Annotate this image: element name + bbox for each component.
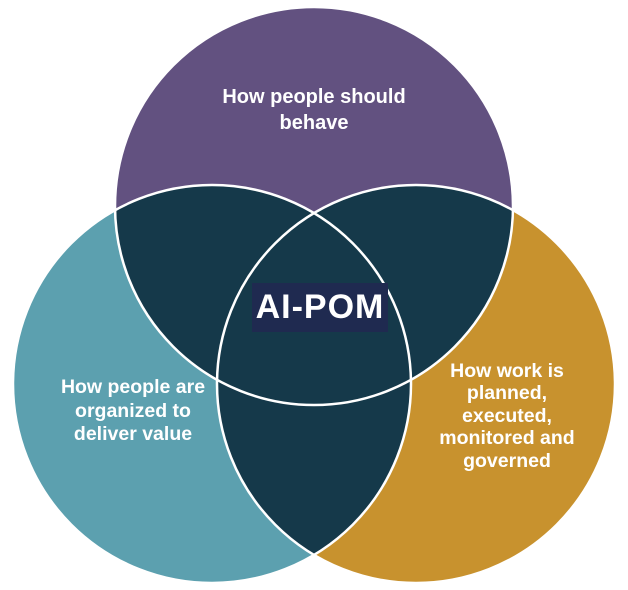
outline-right-circle bbox=[215, 183, 617, 585]
center-title-box bbox=[252, 283, 388, 332]
outline-left-circle bbox=[11, 183, 413, 585]
center-title: AI-POM bbox=[255, 288, 385, 326]
outline-top-circle bbox=[113, 5, 515, 407]
